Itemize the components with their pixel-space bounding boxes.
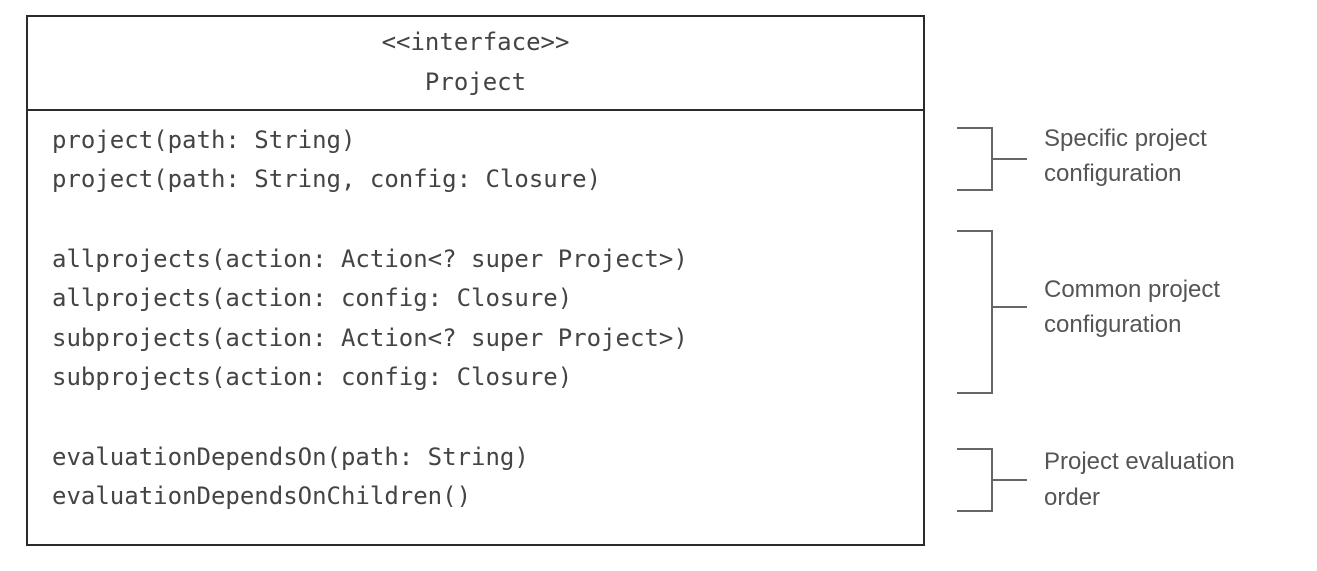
interface-header: <<interface>> Project <box>28 17 923 111</box>
note-common-line-1: Common project <box>1044 276 1221 303</box>
bracket-common-configuration <box>957 230 993 394</box>
interface-stereotype: <<interface>> <box>381 28 570 56</box>
method-allprojects-closure: allprojects(action: config: Closure) <box>52 284 573 312</box>
method-subprojects-closure: subprojects(action: config: Closure) <box>52 363 573 391</box>
note-specific-line-1: Specific project <box>1044 125 1207 152</box>
interface-box: <<interface>> Project project(path: Stri… <box>26 15 925 546</box>
bracket-evaluation-order <box>957 448 993 512</box>
method-evaluation-depends-on: evaluationDependsOn(path: String) <box>52 443 529 471</box>
interface-name: Project <box>424 68 527 96</box>
note-common-line-2: configuration <box>1044 311 1182 338</box>
note-evaluation-line-1: Project evaluation <box>1044 448 1235 475</box>
method-project-path-config: project(path: String, config: Closure) <box>52 165 602 193</box>
method-project-path: project(path: String) <box>52 126 356 154</box>
method-allprojects-action: allprojects(action: Action<? super Proje… <box>52 245 688 273</box>
note-specific-line-2: configuration <box>1044 160 1182 187</box>
note-evaluation-line-2: order <box>1044 484 1101 511</box>
bracket-specific-configuration <box>957 127 993 191</box>
method-subprojects-action: subprojects(action: Action<? super Proje… <box>52 324 688 352</box>
method-evaluation-depends-on-children: evaluationDependsOnChildren() <box>52 482 472 510</box>
